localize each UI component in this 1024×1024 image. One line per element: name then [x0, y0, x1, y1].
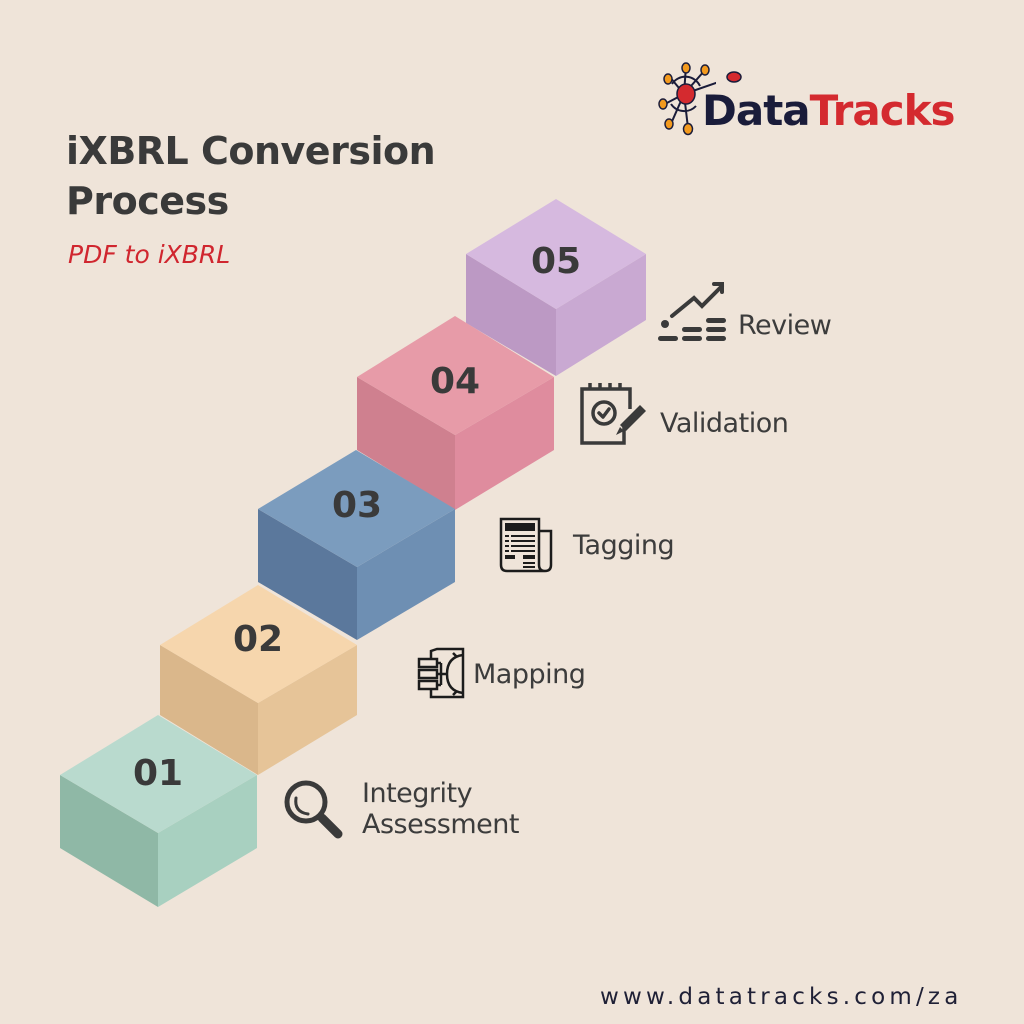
- cube-02: 02: [160, 585, 357, 775]
- growth-chart-icon: [658, 282, 726, 341]
- step-05-review: Review: [658, 274, 832, 342]
- cube-01: 01: [60, 715, 257, 907]
- step-label-line1: Integrity: [362, 778, 473, 809]
- step-02-mapping: Mapping: [417, 647, 586, 701]
- step-04-validation: Validation: [580, 381, 789, 447]
- step-label-mapping: Mapping: [473, 658, 586, 690]
- cube-number-01: 01: [133, 753, 183, 794]
- step-01-integrity-assessment: Integrity Assessment: [282, 778, 519, 840]
- step-03-tagging: Tagging: [499, 517, 675, 573]
- step-label-integrity-assessment: Integrity Assessment: [362, 778, 519, 840]
- cube-04: 04: [357, 316, 554, 510]
- network-node-red-icon: [726, 71, 742, 83]
- datatracks-logo: DataTracks: [656, 62, 956, 146]
- logo-text-tracks: Tracks: [809, 86, 956, 135]
- cube-number-02: 02: [233, 619, 283, 660]
- network-logo-icon: [658, 62, 716, 136]
- step-label-validation: Validation: [660, 407, 789, 439]
- cube-number-03: 03: [332, 485, 382, 526]
- magnifier-icon: [284, 780, 343, 839]
- website-url[interactable]: www.datatracks.com/za: [600, 984, 963, 1010]
- step-label-text: Tagging: [573, 529, 675, 561]
- step-label-text: Review: [738, 309, 832, 341]
- step-label-tagging: Tagging: [573, 529, 675, 561]
- page-title: iXBRL Conversion Process: [66, 129, 436, 223]
- step-label-line2: Assessment: [362, 809, 519, 840]
- cube-05: 05: [466, 199, 646, 376]
- step-label-review: Review: [738, 309, 832, 341]
- logo-text-data: Data: [702, 86, 811, 135]
- logo-wordmark: DataTracks: [702, 86, 956, 135]
- mapping-icon: [417, 647, 465, 699]
- cube-03: 03: [258, 450, 455, 640]
- cube-number-05: 05: [531, 241, 581, 282]
- page-subtitle: PDF to iXBRL: [68, 240, 231, 269]
- checklist-pencil-icon: [580, 383, 646, 445]
- step-label-text: Mapping: [473, 658, 586, 690]
- cube-number-04: 04: [430, 361, 480, 402]
- newspaper-icon: [499, 517, 553, 573]
- step-label-text: Validation: [660, 407, 789, 439]
